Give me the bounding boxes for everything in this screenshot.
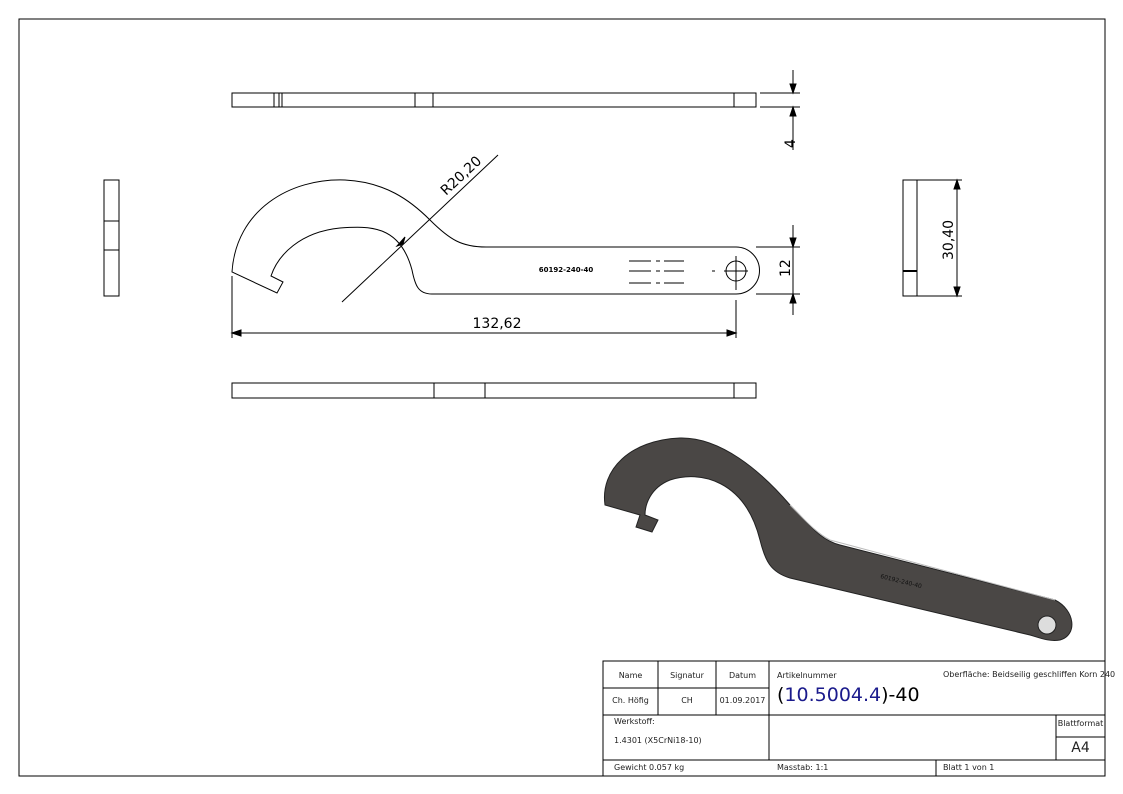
name-header: Name (618, 671, 643, 680)
height-label: 30,40 (941, 220, 957, 260)
signature-header: Signatur (670, 671, 704, 680)
tail-width-label: 12 (778, 259, 794, 277)
sheet-border (18, 18, 1106, 777)
article-number: (10.5004.4)-40 (777, 684, 920, 706)
dimension-thickness (760, 70, 800, 150)
engraving-text: 60192-240-40 (539, 266, 594, 274)
scale: Masstab: 1:1 (777, 763, 829, 772)
radius-label: R20,20 (438, 153, 485, 199)
dimension-tail-width (756, 225, 800, 315)
name-value: Ch. Höfig (612, 696, 649, 705)
weight: Gewicht 0.057 kg (614, 763, 685, 772)
surface-note: Oberfläche: Beidseilig geschliffen Korn … (943, 670, 1116, 679)
material-label: Werkstoff: (614, 717, 655, 726)
sheet-number: Blatt 1 von 1 (943, 763, 995, 772)
material-value: 1.4301 (X5CrNi18-10) (614, 736, 702, 745)
right-side-view (902, 179, 918, 297)
bottom-view (231, 382, 757, 399)
isometric-view (603, 437, 1073, 641)
sheet-format-label: Blattformat (1057, 719, 1104, 728)
left-side-view (103, 179, 120, 297)
front-view (231, 179, 760, 295)
dimension-length (230, 276, 738, 338)
thickness-label: 4 (783, 139, 799, 148)
dimension-radius (341, 154, 499, 303)
title-block-grid (602, 660, 1106, 777)
sheet-format-value: A4 (1071, 740, 1090, 756)
article-suffix: )-40 (881, 684, 920, 706)
signature-value: CH (681, 696, 693, 705)
article-number-value: 10.5004.4 (784, 684, 882, 706)
top-view (231, 92, 757, 108)
dimension-height (917, 178, 962, 298)
article-prefix: ( (777, 684, 785, 706)
date-value: 01.09.2017 (719, 696, 766, 705)
article-label: Artikelnummer (777, 671, 837, 680)
length-label: 132,62 (473, 316, 522, 332)
date-header: Datum (728, 671, 757, 680)
